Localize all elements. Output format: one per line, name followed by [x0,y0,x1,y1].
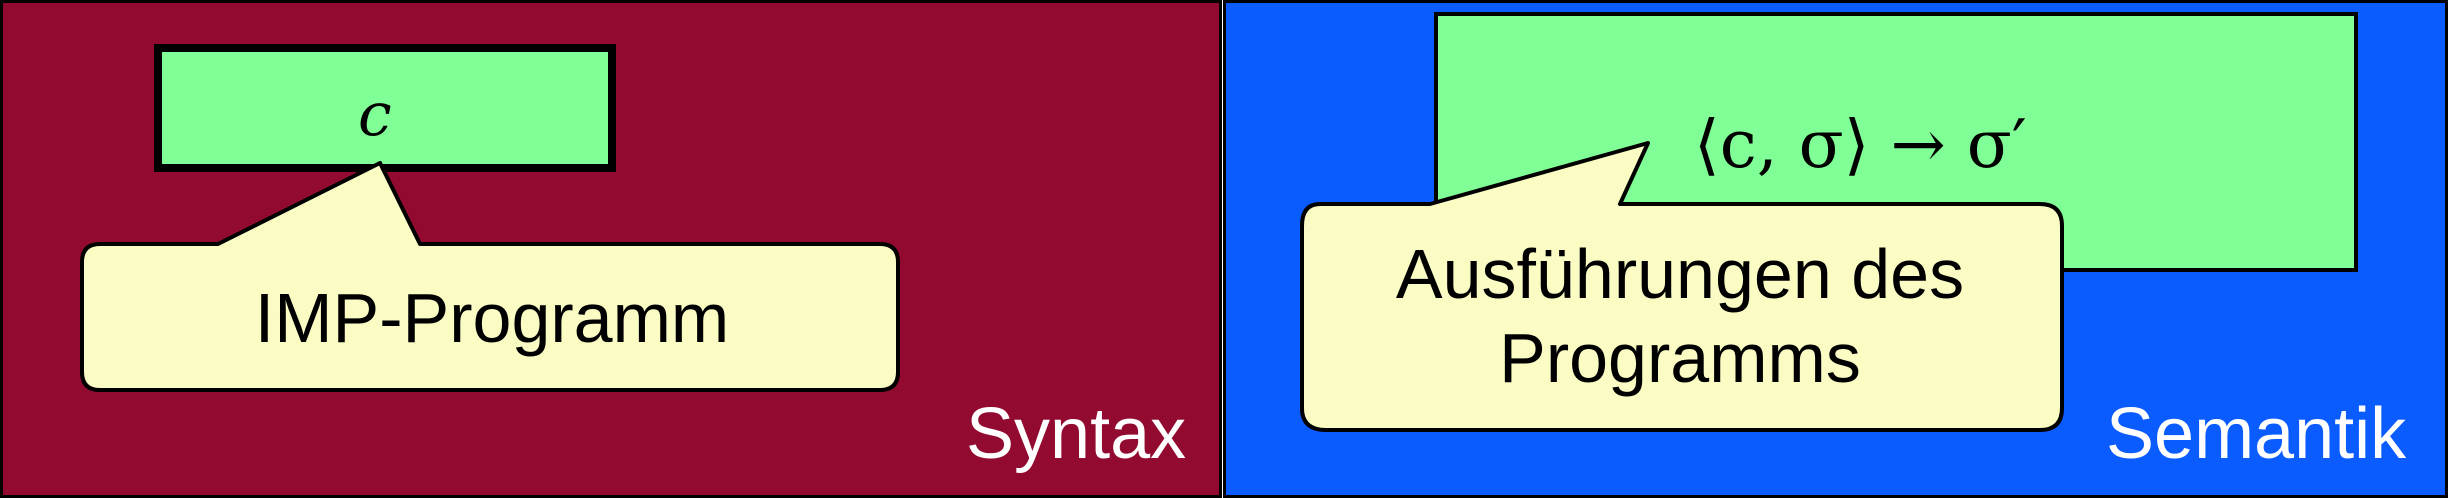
syntax-callout-bubble [80,161,900,392]
semantic-formula: ⟨c, σ⟩ → σ′ [1694,106,2027,183]
semantic-callout-bubble [1300,141,2064,432]
semantic-callout-line2: Programms [1499,319,1861,397]
code-variable: c [358,80,392,150]
syntax-code-box [154,44,616,172]
semantic-callout-text: Ausführungen des Programms [1304,232,2056,400]
semantic-callout-line1: Ausführungen des [1395,235,1965,313]
semantic-panel-label: Semantik [2106,394,2407,474]
syntax-callout-text: IMP-Programm [254,279,730,357]
syntax-panel-label: Syntax [966,394,1187,474]
